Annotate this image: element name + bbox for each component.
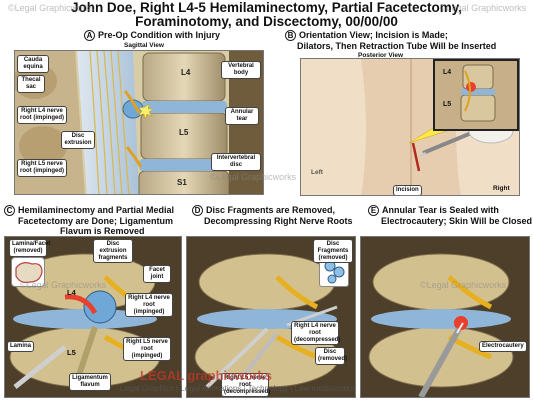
panel-d-letter: D (192, 205, 203, 217)
panel-e-letter: E (368, 205, 379, 217)
label-l4: L4 (67, 288, 76, 297)
label-right-l5-root: Right L5 nerve root (impinged) (123, 337, 171, 362)
panel-a-image: Cauda equina Thecal sac Right L4 nerve r… (14, 50, 264, 195)
label-right-l4-root-impinged: Right L4 nerve root (impinged) (17, 106, 67, 124)
panel-a-letter: A (84, 30, 95, 42)
label-vertebral-body: Vertebral body (221, 61, 261, 79)
label-facet-joint: Facet joint (143, 265, 171, 283)
title-line-2: Foraminotomy, and Discectomy, 00/00/00 (135, 14, 398, 29)
title-line-1: John Doe, Right L4-5 Hemilaminectomy, Pa… (70, 0, 463, 15)
panel-b-subtitle: Posterior View (358, 52, 404, 59)
panel-e-image: Electrocautery (360, 236, 530, 398)
label-annular-tear: Annular tear (225, 107, 259, 125)
label-right-l5-root-decompressed: Right L5 nerve root (decompressed) (221, 373, 270, 397)
panel-d-title-2: Decompressing Right Nerve Roots (204, 216, 353, 226)
inset-label-l4: L4 (443, 69, 452, 76)
label-disc-removed: Disc (removed) (315, 347, 347, 365)
footer-text: Legal Graphics | Legal Animations | Tech… (120, 384, 355, 393)
label-right: Right (493, 185, 510, 192)
watermark: ©Legal Graphicworks (210, 172, 297, 182)
label-lamina: Lamina (7, 341, 35, 352)
panel-c-image: Lamina/Facet (removed) Disc extrusion fr… (4, 236, 182, 398)
label-disc-extrusion: Disc extrusion (61, 131, 95, 149)
label-intervertebral-disc: Intervertebral disc (211, 153, 261, 171)
label-l5: L5 (179, 128, 189, 137)
page-title: John Doe, Right L4-5 Hemilaminectomy, Pa… (0, 1, 533, 29)
disc-fragments-icon (324, 260, 345, 284)
label-lamina-facet-removed: Lamina/Facet (removed) (9, 239, 50, 257)
footer-logo: LEGAL graphicworks (140, 368, 272, 383)
panel-b-inset: L4 L5 (433, 59, 519, 131)
label-ligamentum-flavum: Ligamentum flavum (69, 373, 111, 391)
watermark: ©Legal Graphicworks (440, 3, 527, 13)
label-l5: L5 (67, 348, 76, 357)
inset-label-l5: L5 (443, 101, 452, 108)
panel-b-image: L4 L5 Left Incision Right (300, 58, 520, 196)
label-right-l4-root-decompressed: Right L4 nerve root (decompressed) (291, 321, 340, 346)
panel-a-subtitle: Sagittal View (124, 42, 164, 49)
label-electrocautery: Electrocautery (479, 341, 527, 352)
label-incision: Incision (393, 185, 422, 195)
label-cauda-equina: Cauda equina (17, 55, 49, 73)
panel-c-title-2: Facetectomy are Done; Ligamentum (18, 216, 174, 226)
label-disc-fragments-removed: Disc Fragments (removed) (313, 239, 353, 264)
label-right-l5-root-impinged: Right L5 nerve root (impinged) (17, 159, 67, 177)
label-disc-extrusion-fragments: Disc extrusion fragments (93, 239, 133, 264)
watermark: ©Legal Graphicworks (8, 3, 95, 13)
watermark: ©Legal Graphicworks (420, 280, 507, 290)
label-l4: L4 (181, 68, 191, 77)
panel-e-title-2: Electrocautery; Skin Will be Closed (381, 216, 532, 226)
panel-c-title-3: Flavum is Removed (60, 226, 145, 236)
label-s1: S1 (177, 178, 187, 187)
label-thecal-sac: Thecal sac (17, 75, 45, 93)
label-left: Left (311, 169, 323, 176)
electrocautery-illustration (361, 237, 529, 397)
panel-c-letter: C (4, 205, 15, 217)
label-right-l4-root: Right L4 nerve root (impinged) (125, 293, 173, 318)
watermark: ©Legal Graphicworks (20, 280, 107, 290)
panel-d-image: Disc Fragments (removed) Right L4 nerve … (186, 236, 356, 398)
removed-lamina-inset (11, 257, 45, 287)
panel-b-letter: B (285, 30, 296, 42)
removed-bone-icon (15, 262, 43, 283)
inset-spine-illustration (435, 61, 517, 129)
panel-b-title-2: Dilators, Then Retraction Tube Will be I… (297, 41, 497, 51)
